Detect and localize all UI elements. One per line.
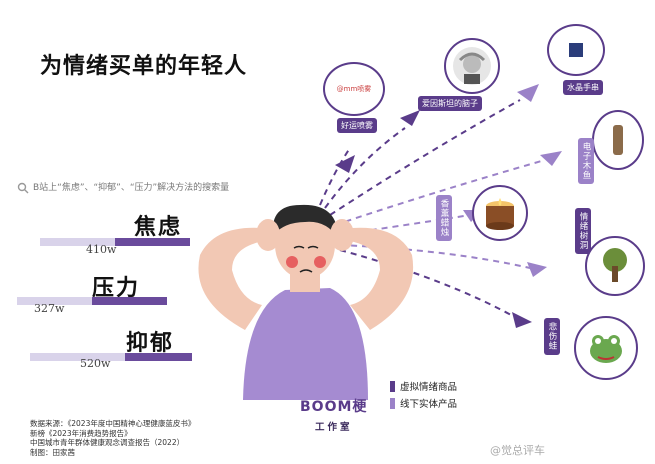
bar-anxiety [40, 238, 190, 246]
watermark: @觉总评车 [490, 444, 545, 457]
value-anxiety: 410w [86, 243, 117, 256]
product-tree-hole-image [585, 236, 645, 296]
brand-line2: 工作室 [314, 422, 353, 433]
bar-depression-fill [125, 353, 192, 361]
sprayer-label: @mm喷雾 [336, 85, 372, 93]
source-line: 数据来源：《2023年度中国精神心理健康蓝皮书》 [30, 419, 196, 428]
tag-bald-frog: 悲伤蛙 [544, 318, 560, 355]
legend-label-virtual: 虚拟情绪商品 [400, 382, 458, 393]
search-note: B站上“焦虑”、“抑郁”、“压力”解决方法的搜索量 [33, 183, 230, 193]
product-crystal-image [547, 24, 605, 76]
candle-icon [486, 198, 514, 230]
product-incense-image [472, 185, 528, 241]
value-depression: 520w [80, 357, 111, 370]
wooden-fish-icon [613, 125, 623, 155]
tag-crystal: 水晶手串 [563, 80, 603, 95]
source-line: 制图：田家茜 [30, 447, 75, 457]
bar-anxiety-fill [115, 238, 190, 246]
tag-haoyun-spray: 好运喷雾 [337, 118, 377, 133]
search-note-row: B站上“焦虑”、“抑郁”、“压力”解决方法的搜索量 [17, 182, 248, 194]
legend-swatch-virtual [390, 380, 395, 392]
source-line: 中国城市青年群体健康观念调查报告（2022） [30, 438, 185, 447]
einstein-icon [453, 47, 491, 85]
product-einstein-brain-image [444, 38, 500, 94]
sources: 数据来源：《2023年度中国精神心理健康蓝皮书》 新榜《2023年消费趋势报告》… [30, 419, 195, 457]
page-title: 为情绪买单的年轻人 [40, 54, 248, 79]
source-line: 新榜《2023年消费趋势报告》 [30, 428, 132, 438]
legend-swatch-physical [390, 397, 395, 409]
legend-virtual: 虚拟情绪商品 [390, 379, 457, 393]
search-icon [17, 182, 29, 194]
product-bald-frog-image [574, 316, 638, 380]
product-wooden-fish-image [592, 110, 644, 170]
product-haoyun-spray-image: @mm喷雾 [323, 62, 385, 116]
tag-einstein-brain: 爱因斯坦的脑子 [418, 96, 482, 111]
keyword-anxiety: 焦虑 [134, 215, 183, 240]
tag-incense: 香薰蜡烛 [436, 195, 452, 241]
legend-label-physical: 线下实体产品 [400, 399, 458, 410]
keyword-depression: 抑郁 [126, 331, 175, 356]
paper-plane-icons [335, 84, 562, 328]
bar-pressure-fill [92, 297, 167, 305]
bar-pressure [17, 297, 167, 305]
crystal-icon [569, 43, 583, 57]
keyword-pressure: 压力 [92, 276, 141, 301]
tag-tree-hole: 情绪树洞 [575, 208, 591, 254]
brand-logo: BOOM梗 工作室 [300, 396, 367, 433]
tag-wooden-fish: 电子木鱼 [578, 138, 594, 184]
frog-icon [590, 335, 622, 363]
bar-depression [30, 353, 192, 361]
brand-line1: BOOM梗 [300, 399, 368, 415]
value-pressure: 327w [34, 302, 65, 315]
legend-physical: 线下实体产品 [390, 396, 457, 410]
tree-icon [603, 248, 627, 282]
